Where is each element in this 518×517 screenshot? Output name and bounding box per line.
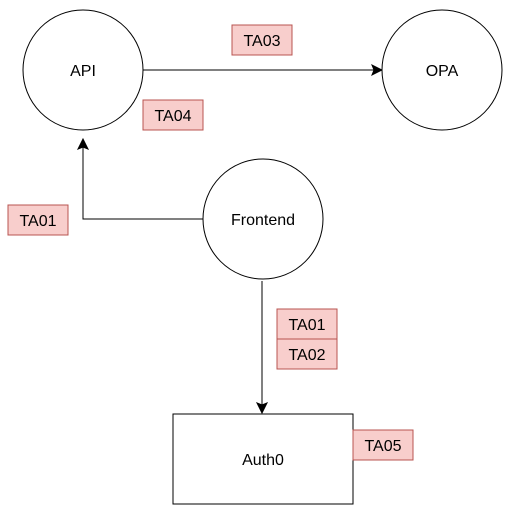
arrow-head-opa — [371, 63, 384, 77]
tag-auth0-node[interactable]: TA05 — [352, 429, 414, 461]
tag-frontend-api-label: TA01 — [19, 213, 56, 230]
node-auth0-label: Auth0 — [242, 452, 284, 469]
tag-frontend-auth0-1[interactable]: TA01 — [276, 308, 338, 340]
node-api-circle — [22, 9, 144, 131]
tag-auth0-node-label: TA05 — [364, 438, 401, 455]
tag-api-node-box — [142, 99, 204, 131]
node-api-label: API — [70, 63, 96, 80]
tag-frontend-api-box — [7, 204, 69, 236]
tag-api-node-label: TA04 — [154, 108, 191, 125]
edge-line-frontend-api — [82, 147, 203, 220]
tag-frontend-auth0-2-box — [276, 338, 338, 370]
arrow-head-api — [76, 137, 90, 150]
node-opa-circle — [381, 9, 503, 131]
tag-api-opa[interactable]: TA03 — [231, 24, 293, 56]
node-opa-label: OPA — [426, 63, 459, 80]
node-api[interactable]: API — [22, 9, 144, 131]
edge-api-to-opa — [143, 63, 384, 77]
edge-frontend-to-api — [76, 137, 203, 220]
arrow-head-auth0 — [255, 402, 269, 415]
tag-frontend-auth0-2[interactable]: TA02 — [276, 338, 338, 370]
node-frontend[interactable]: Frontend — [202, 158, 324, 280]
node-frontend-label: Frontend — [231, 212, 295, 229]
node-auth0-box — [172, 413, 354, 505]
tag-frontend-auth0-1-label: TA01 — [288, 317, 325, 334]
node-auth0[interactable]: Auth0 — [172, 413, 354, 505]
tag-api-node[interactable]: TA04 — [142, 99, 204, 131]
edge-frontend-to-auth0 — [255, 281, 269, 415]
tag-frontend-api[interactable]: TA01 — [7, 204, 69, 236]
tag-auth0-node-box — [352, 429, 414, 461]
node-frontend-circle — [202, 158, 324, 280]
tag-api-opa-label: TA03 — [243, 33, 280, 50]
tag-frontend-auth0-1-box — [276, 308, 338, 340]
node-opa[interactable]: OPA — [381, 9, 503, 131]
tag-api-opa-box — [231, 24, 293, 56]
tag-frontend-auth0-2-label: TA02 — [288, 347, 325, 364]
